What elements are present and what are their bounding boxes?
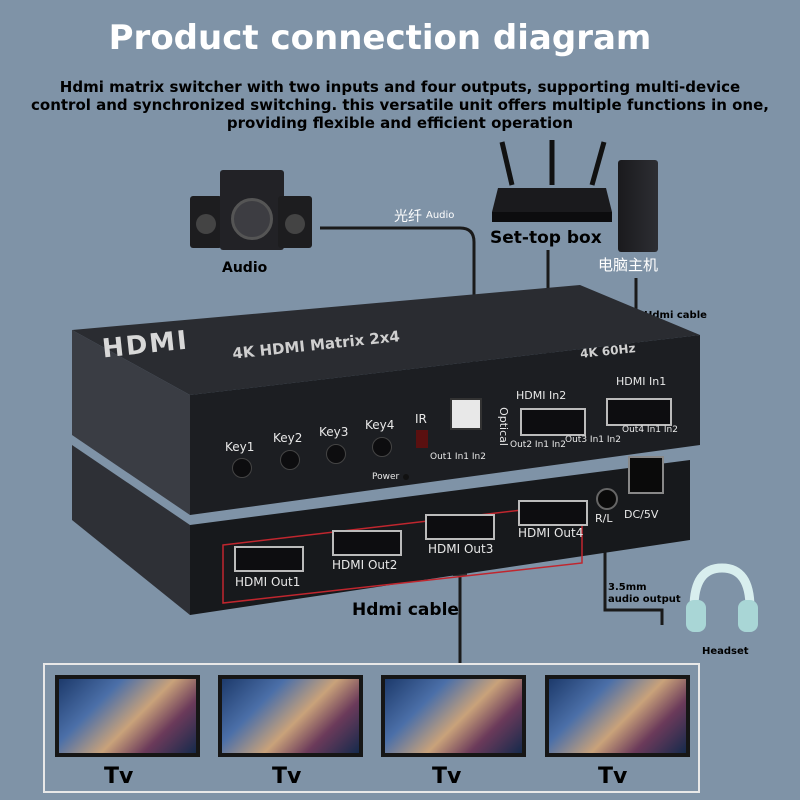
diagram-title: Product connection diagram <box>108 18 652 58</box>
subwoofer <box>220 170 284 250</box>
indicator-in-label: In2 <box>606 435 621 445</box>
hdmi-in1-label: HDMI In1 <box>616 375 667 388</box>
hdmi-out1-label: HDMI Out1 <box>235 575 301 589</box>
key4-button[interactable] <box>372 437 392 457</box>
indicator-in-label: In1 <box>534 440 550 450</box>
indicator-out-label: Out4 <box>622 425 645 435</box>
hdmi-in1-port <box>606 398 672 426</box>
description-line: Hdmi matrix switcher with two inputs and… <box>59 78 741 96</box>
optical-label: Optical <box>496 407 510 446</box>
key2-label: Key2 <box>273 431 303 445</box>
audio-output-line: audio output <box>608 594 681 605</box>
audio-label: Audio <box>222 260 268 276</box>
indicator-out-label: Out2 <box>510 440 533 450</box>
audio-out-jack <box>596 488 618 510</box>
headset-label: Headset <box>702 646 749 657</box>
headset-cable <box>603 520 664 625</box>
key4-label: Key4 <box>365 418 395 432</box>
hdmi-out3-port <box>425 514 495 540</box>
indicator-in-label: In2 <box>663 425 678 435</box>
optical-port <box>450 398 482 430</box>
key1-label: Key1 <box>225 440 255 454</box>
indicator-in-label: In2 <box>551 440 566 450</box>
indicator-out-label: Out1 <box>430 452 453 462</box>
tv-2 <box>218 675 363 757</box>
diagram-description: Hdmi matrix switcher with two inputs and… <box>0 78 800 132</box>
hdmi-cable-bottom-label: Hdmi cable <box>352 600 459 620</box>
tv-screen <box>222 679 359 753</box>
indicator-in-label: In1 <box>454 452 470 462</box>
optical-cable-label: 光纤 <box>394 209 422 225</box>
hdmi-out1-port <box>234 546 304 572</box>
hdmi-in2-port <box>520 408 586 436</box>
ir-receiver <box>416 430 428 448</box>
power-label: Power <box>372 472 400 482</box>
ir-label: IR <box>415 412 427 426</box>
dc-label: DC/5V <box>624 508 659 521</box>
indicator-in-label: In1 <box>589 435 605 445</box>
key2-button[interactable] <box>280 450 300 470</box>
tv-3-label: Tv <box>432 764 462 789</box>
indicator-out1: Out1 In1 In2 <box>430 452 486 462</box>
right-speaker <box>278 196 312 248</box>
hdmi-out4-port <box>518 500 588 526</box>
audio-output-label: 3.5mm audio output <box>608 582 681 606</box>
key3-button[interactable] <box>326 444 346 464</box>
rl-label: R/L <box>595 512 613 525</box>
optical-cable-label-en: Audio <box>426 210 455 221</box>
tv-group-frame <box>43 663 700 793</box>
key1-button[interactable] <box>232 458 252 478</box>
tv-3 <box>381 675 526 757</box>
dc-power-port <box>628 456 664 494</box>
tv-4 <box>545 675 690 757</box>
indicator-out-label: Out3 <box>565 435 588 445</box>
tv-1-label: Tv <box>104 764 134 789</box>
indicator-out3: Out3 In1 In2 <box>565 435 621 445</box>
speakers-image <box>190 170 315 252</box>
hdmi-cable-top-label: Hdmi cable <box>644 310 707 321</box>
tv-screen <box>385 679 522 753</box>
indicator-in-label: In1 <box>646 425 662 435</box>
pc-host-image <box>618 160 658 252</box>
key3-label: Key3 <box>319 425 349 439</box>
optical-cable <box>320 226 476 370</box>
hdmi-out3-label: HDMI Out3 <box>428 542 494 556</box>
indicator-out4: Out4 In1 In2 <box>622 425 678 435</box>
set-top-box-image <box>492 140 612 222</box>
hdmi-in2-label: HDMI In2 <box>516 389 567 402</box>
hdmi-out2-label: HDMI Out2 <box>332 558 398 572</box>
hdmi-out4-label: HDMI Out4 <box>518 526 584 540</box>
indicator-out2: Out2 In1 In2 <box>510 440 566 450</box>
audio-output-line: 3.5mm <box>608 582 647 593</box>
tv-screen <box>549 679 686 753</box>
pc-host-label: 电脑主机 <box>598 256 659 274</box>
left-speaker <box>190 196 222 248</box>
description-line: control and synchronized switching. this… <box>31 96 769 114</box>
tv-screen <box>59 679 196 753</box>
tv-1 <box>55 675 200 757</box>
set-top-box-label: Set-top box <box>490 228 602 248</box>
indicator-in-label: In2 <box>471 452 486 462</box>
description-line: providing flexible and efficient operati… <box>226 114 574 132</box>
hdmi-out2-port <box>332 530 402 556</box>
tv-2-label: Tv <box>272 764 302 789</box>
power-led <box>403 474 409 480</box>
headset-image <box>686 563 758 632</box>
tv-4-label: Tv <box>598 764 628 789</box>
